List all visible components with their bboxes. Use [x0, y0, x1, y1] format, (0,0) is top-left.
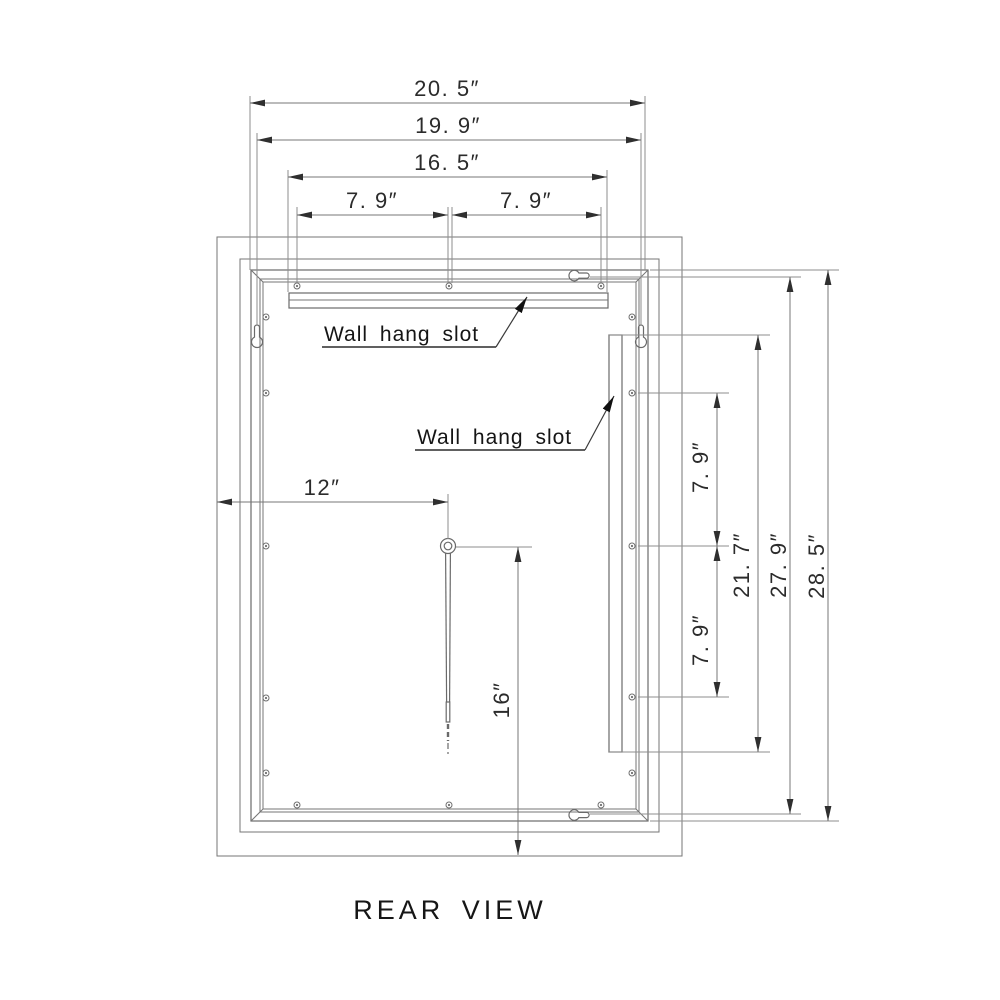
dim-text-20-5: 20. 5″	[414, 76, 480, 101]
keyhole-top-icon	[568, 269, 590, 282]
screw-icon	[628, 542, 636, 550]
dim-text-7-9-right-lower: 7. 9″	[688, 614, 713, 666]
cord-plug-icon	[445, 701, 451, 723]
screw-icon	[597, 801, 605, 809]
screw-icon	[262, 542, 270, 550]
top-hang-slot-bar	[288, 292, 609, 309]
dim-right-keyhole-span: 27. 9″	[590, 276, 801, 815]
keyhole-left-icon	[250, 324, 264, 349]
dim-right-slot-length: 21. 7″	[609, 334, 770, 753]
keyhole-hangers	[250, 269, 648, 821]
dim-top-keyhole-span: 19. 9″	[256, 113, 642, 325]
screw-icon	[293, 282, 301, 290]
rear-frame-bevel	[250, 269, 649, 822]
cord-grommet-icon	[439, 537, 457, 555]
screw-icon	[262, 769, 270, 777]
dim-text-7-9-top-left: 7. 9″	[346, 188, 398, 213]
screw-icon	[293, 801, 301, 809]
dim-top-slot-width: 16. 5″	[287, 150, 608, 292]
dim-text-16-5: 16. 5″	[414, 150, 480, 175]
dim-overall-height: 28. 5″	[650, 269, 839, 822]
wall-hang-slot-label-top: Wall hang slot	[324, 323, 479, 346]
dim-text-16: 16″	[489, 682, 514, 719]
callout-right-wall-hang-slot: Wall hang slot	[415, 395, 615, 451]
callout-top-wall-hang-slot: Wall hang slot	[322, 296, 528, 348]
dim-text-28-5: 28. 5″	[804, 533, 829, 599]
wall-hang-slot-label-right: Wall hang slot	[417, 426, 572, 449]
screw-icon	[262, 694, 270, 702]
dim-text-7-9-top-right: 7. 9″	[500, 188, 552, 213]
dim-text-21-7: 21. 7″	[729, 532, 754, 598]
dim-text-12: 12″	[304, 475, 341, 500]
right-hang-slot-bar	[608, 334, 623, 753]
dim-top-overall-width: 20. 5″	[249, 76, 646, 270]
screw-icon	[445, 801, 453, 809]
dim-right-screw-spacing-lower: 7. 9″	[638, 546, 729, 698]
mounting-screws	[262, 282, 636, 809]
screw-icon	[262, 389, 270, 397]
dim-cord-offset: 12″	[217, 475, 449, 539]
screw-icon	[628, 313, 636, 321]
keyhole-right-icon	[634, 324, 648, 349]
screw-icon	[628, 389, 636, 397]
dim-text-27-9: 27. 9″	[766, 532, 791, 598]
screw-icon	[597, 282, 605, 290]
power-cord	[439, 537, 457, 754]
dim-right-screw-spacing-upper: 7. 9″	[638, 392, 729, 547]
screw-icon	[628, 693, 636, 701]
dim-cord-height: 16″	[456, 546, 532, 855]
drawing-title: REAR VIEW	[353, 895, 547, 925]
dim-text-19-9: 19. 9″	[415, 113, 481, 138]
dim-top-screw-spacing: 7. 9″ 7. 9″	[296, 188, 602, 283]
keyhole-bottom-icon	[568, 809, 590, 821]
dim-text-7-9-right-upper: 7. 9″	[688, 441, 713, 493]
screw-icon	[628, 769, 636, 777]
screw-icon	[445, 282, 453, 290]
screw-icon	[262, 313, 270, 321]
